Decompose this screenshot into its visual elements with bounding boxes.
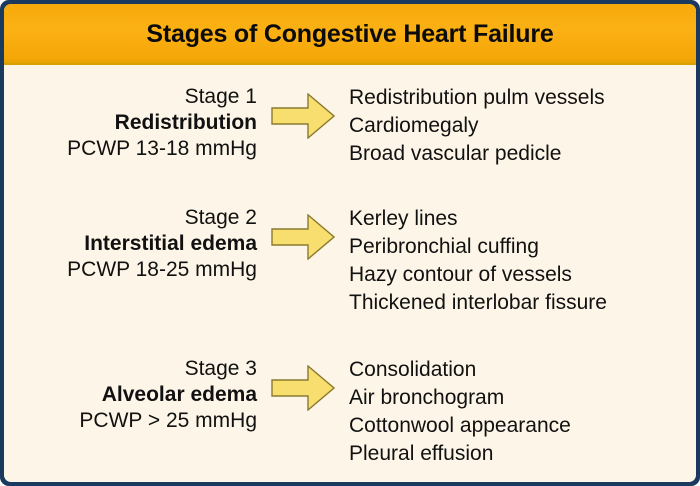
stage-row: Stage 2 Interstitial edema PCWP 18-25 mm…: [4, 202, 696, 317]
stage-row: Stage 3 Alveolar edema PCWP > 25 mmHg Co…: [4, 353, 696, 468]
stage-label: Stage 1: [184, 85, 257, 108]
finding-item: Consolidation: [349, 358, 477, 381]
right-arrow-icon: [271, 214, 335, 260]
arrow-cell: [257, 202, 349, 260]
stage-pressure: PCWP 13-18 mmHg: [67, 137, 257, 160]
stage-summary-1: Stage 1 Redistribution PCWP 13-18 mmHg: [4, 81, 257, 162]
stage-row: Stage 1 Redistribution PCWP 13-18 mmHg R…: [4, 81, 696, 168]
stage-summary-2: Stage 2 Interstitial edema PCWP 18-25 mm…: [4, 202, 257, 283]
stage-name: Interstitial edema: [84, 232, 257, 255]
stage-summary-3: Stage 3 Alveolar edema PCWP > 25 mmHg: [4, 353, 257, 434]
stage-pressure: PCWP > 25 mmHg: [79, 409, 257, 432]
finding-item: Air bronchogram: [349, 386, 505, 409]
poster-header: Stages of Congestive Heart Failure: [4, 4, 696, 65]
finding-item: Peribronchial cuffing: [349, 235, 539, 258]
poster-inner-frame: Stages of Congestive Heart Failure Stage…: [4, 4, 696, 482]
right-arrow-icon: [271, 93, 335, 139]
finding-item: Hazy contour of vessels: [349, 263, 572, 286]
stage-label: Stage 3: [184, 357, 257, 380]
finding-item: Redistribution pulm vessels: [349, 86, 605, 109]
page-title: Stages of Congestive Heart Failure: [146, 20, 554, 48]
arrow-cell: [257, 81, 349, 139]
stage-pressure: PCWP 18-25 mmHg: [67, 258, 257, 281]
finding-item: Cottonwool appearance: [349, 414, 571, 437]
arrow-cell: [257, 353, 349, 411]
finding-item: Thickened interlobar fissure: [349, 291, 607, 314]
stage-findings-3: Consolidation Air bronchogram Cottonwool…: [349, 353, 696, 468]
finding-item: Kerley lines: [349, 207, 458, 230]
finding-item: Cardiomegaly: [349, 114, 479, 137]
finding-item: Pleural effusion: [349, 442, 494, 465]
stage-findings-1: Redistribution pulm vessels Cardiomegaly…: [349, 81, 696, 168]
stages-container: Stage 1 Redistribution PCWP 13-18 mmHg R…: [4, 65, 696, 482]
finding-item: Broad vascular pedicle: [349, 142, 562, 165]
stage-findings-2: Kerley lines Peribronchial cuffing Hazy …: [349, 202, 696, 317]
stage-name: Alveolar edema: [101, 383, 257, 406]
right-arrow-icon: [271, 365, 335, 411]
stage-label: Stage 2: [184, 206, 257, 229]
stage-name: Redistribution: [114, 111, 257, 134]
